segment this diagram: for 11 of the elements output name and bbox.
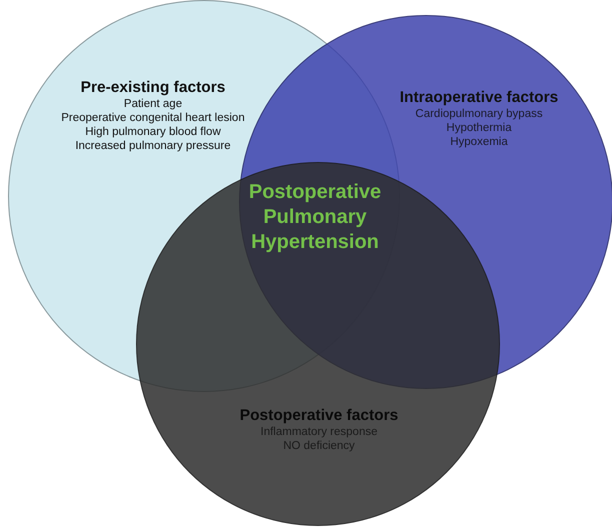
factor-item: Hypoxemia [449, 135, 509, 149]
factor-item: Patient age [122, 97, 184, 111]
circle-heading: Postoperative factors [238, 407, 400, 425]
factor-item: Increased pulmonary pressure [74, 139, 232, 153]
factor-item: High pulmonary blood flow [84, 125, 222, 139]
circle-heading: Intraoperative factors [398, 89, 560, 107]
factor-item: Cardiopulmonary bypass [414, 107, 544, 121]
factor-item: Hypothermia [445, 121, 513, 135]
factor-item: Preoperative congenital heart lesion [60, 111, 246, 125]
circle-heading: Pre-existing factors [80, 79, 226, 97]
center-title: Postoperative Pulmonary Hypertension [248, 180, 382, 255]
